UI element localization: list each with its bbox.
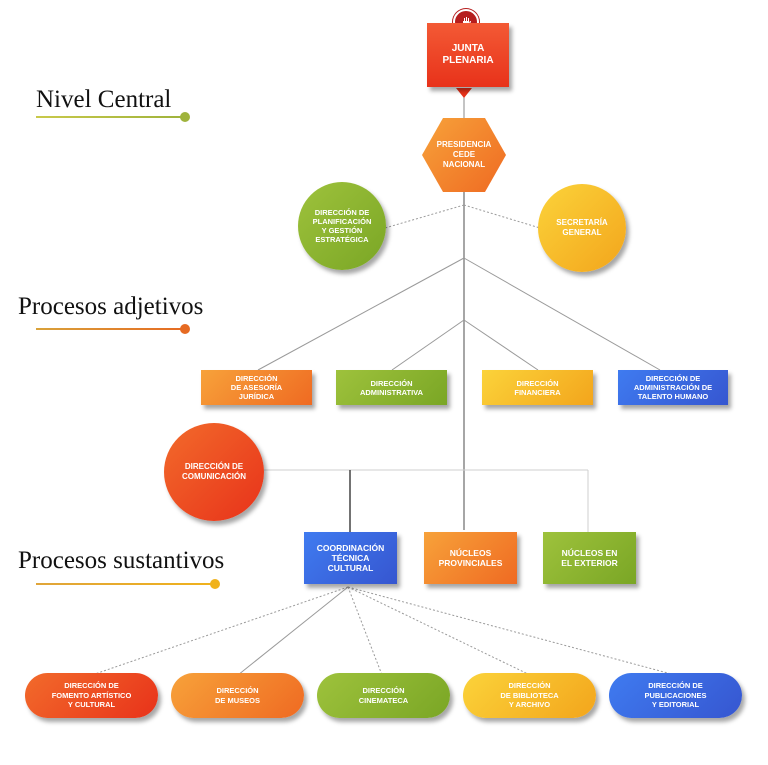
node-label: JUNTA PLENARIA	[442, 43, 494, 66]
node-coordinacion-tecnica[interactable]: COORDINACIÓN TÉCNICA CULTURAL	[304, 532, 397, 584]
node-asesoria-juridica[interactable]: DIRECCIÓN DE ASESORÍA JURÍDICA	[201, 370, 312, 405]
node-label: DIRECCIÓN CINEMATECA	[358, 686, 409, 705]
node-financiera[interactable]: DIRECCIÓN FINANCIERA	[482, 370, 593, 405]
node-label: DIRECCIÓN DE FOMENTO ARTÍSTICO Y CULTURA…	[51, 681, 132, 710]
node-label: DIRECCIÓN DE ADMINISTRACIÓN DE TALENTO H…	[633, 374, 713, 401]
node-label: DIRECCIÓN DE BIBLIOTECA Y ARCHIVO	[500, 681, 559, 710]
section-nivel-central: Nivel Central	[36, 86, 190, 122]
section-rule	[36, 583, 216, 585]
node-nucleos-exterior[interactable]: NÚCLEOS EN EL EXTERIOR	[543, 532, 636, 584]
node-talento-humano[interactable]: DIRECCIÓN DE ADMINISTRACIÓN DE TALENTO H…	[618, 370, 728, 405]
node-label: DIRECCIÓN ADMINISTRATIVA	[359, 378, 424, 397]
node-label: SECRETARÍA GENERAL	[556, 218, 608, 237]
node-secretaria[interactable]: SECRETARÍA GENERAL	[538, 184, 626, 272]
node-comunicacion[interactable]: DIRECCIÓN DE COMUNICACIÓN	[164, 423, 264, 521]
node-label: DIRECCIÓN FINANCIERA	[514, 378, 561, 397]
node-label: DIRECCIÓN DE PUBLICACIONES Y EDITORIAL	[644, 681, 707, 710]
node-administrativa[interactable]: DIRECCIÓN ADMINISTRATIVA	[336, 370, 447, 405]
node-label: DIRECCIÓN DE ASESORÍA JURÍDICA	[230, 374, 283, 401]
section-label: Nivel Central	[36, 86, 172, 113]
node-label: PRESIDENCIA CEDE NACIONAL	[436, 140, 492, 169]
node-fomento-artistico[interactable]: DIRECCIÓN DE FOMENTO ARTÍSTICO Y CULTURA…	[25, 673, 158, 718]
section-rule	[36, 328, 186, 330]
node-label: DIRECCIÓN DE COMUNICACIÓN	[182, 462, 246, 481]
node-junta-plenaria[interactable]: JUNTA PLENARIA	[427, 23, 509, 87]
section-dot	[180, 112, 190, 122]
node-nucleos-provinciales[interactable]: NÚCLEOS PROVINCIALES	[424, 532, 517, 584]
section-label: Procesos sustantivos	[18, 547, 225, 574]
section-procesos-adjetivos: Procesos adjetivos	[18, 293, 204, 334]
node-label: DIRECCIÓN DE PLANIFICACIÓN Y GESTIÓN EST…	[312, 208, 372, 244]
section-rule	[36, 116, 184, 118]
node-publicaciones-editorial[interactable]: DIRECCIÓN DE PUBLICACIONES Y EDITORIAL	[609, 673, 742, 718]
node-planificacion[interactable]: DIRECCIÓN DE PLANIFICACIÓN Y GESTIÓN EST…	[298, 182, 386, 270]
node-label: NÚCLEOS EN EL EXTERIOR	[561, 548, 618, 568]
section-dot	[210, 579, 220, 589]
section-procesos-sustantivos: Procesos sustantivos	[18, 547, 225, 589]
node-museos[interactable]: DIRECCIÓN DE MUSEOS	[171, 673, 304, 718]
node-label: DIRECCIÓN DE MUSEOS	[214, 686, 260, 705]
section-dot	[180, 324, 190, 334]
node-label: NÚCLEOS PROVINCIALES	[438, 548, 503, 568]
node-label: COORDINACIÓN TÉCNICA CULTURAL	[316, 543, 385, 573]
node-biblioteca-archivo[interactable]: DIRECCIÓN DE BIBLIOTECA Y ARCHIVO	[463, 673, 596, 718]
node-cinemateca[interactable]: DIRECCIÓN CINEMATECA	[317, 673, 450, 718]
section-label: Procesos adjetivos	[18, 293, 204, 320]
